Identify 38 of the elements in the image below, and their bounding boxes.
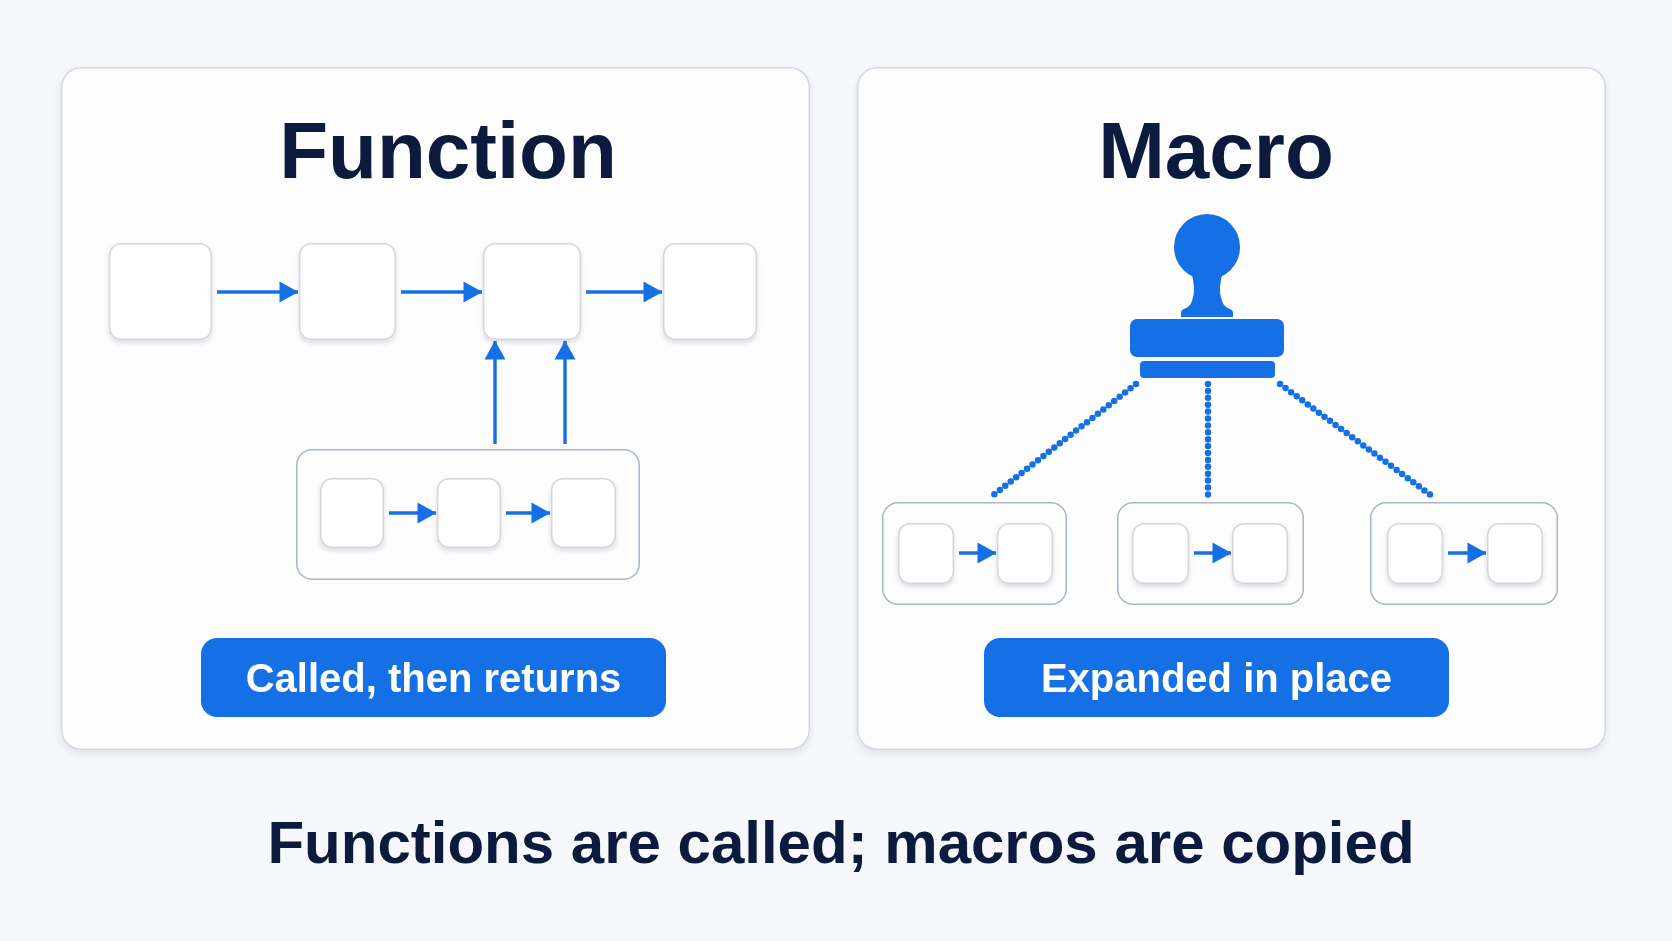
group-frame (1117, 502, 1304, 605)
panel-title: Function (279, 111, 617, 191)
arrow (554, 340, 576, 444)
arrow (217, 281, 299, 303)
dotted-line (1276, 380, 1436, 500)
panel-card (61, 67, 810, 750)
group-frame (1370, 502, 1558, 605)
stamp-icon (1130, 213, 1284, 378)
step-box (109, 243, 212, 340)
step-box (437, 478, 501, 548)
step-box (299, 243, 396, 340)
arrow (506, 502, 551, 524)
dotted-line (1204, 380, 1212, 500)
step-box (997, 523, 1053, 584)
label-pill: Expanded in place (984, 638, 1449, 717)
step-box (1232, 523, 1288, 584)
step-box (320, 478, 384, 548)
arrow (1448, 542, 1487, 564)
step-box (1132, 523, 1189, 584)
arrow (586, 281, 663, 303)
step-box (551, 478, 616, 548)
group-frame (296, 449, 640, 580)
step-box (898, 523, 954, 584)
arrow (484, 340, 506, 444)
dotted-line (988, 380, 1140, 500)
step-box (483, 243, 581, 340)
group-frame (882, 502, 1067, 605)
label-pill: Called, then returns (201, 638, 666, 717)
panel-title: Macro (1098, 111, 1334, 191)
step-box (1487, 523, 1543, 584)
arrow (401, 281, 483, 303)
arrow (1194, 542, 1232, 564)
arrow (959, 542, 997, 564)
arrow (389, 502, 437, 524)
panel-card (857, 67, 1606, 750)
step-box (1387, 523, 1443, 584)
caption: Functions are called; macros are copied (267, 813, 1415, 873)
step-box (663, 243, 757, 340)
